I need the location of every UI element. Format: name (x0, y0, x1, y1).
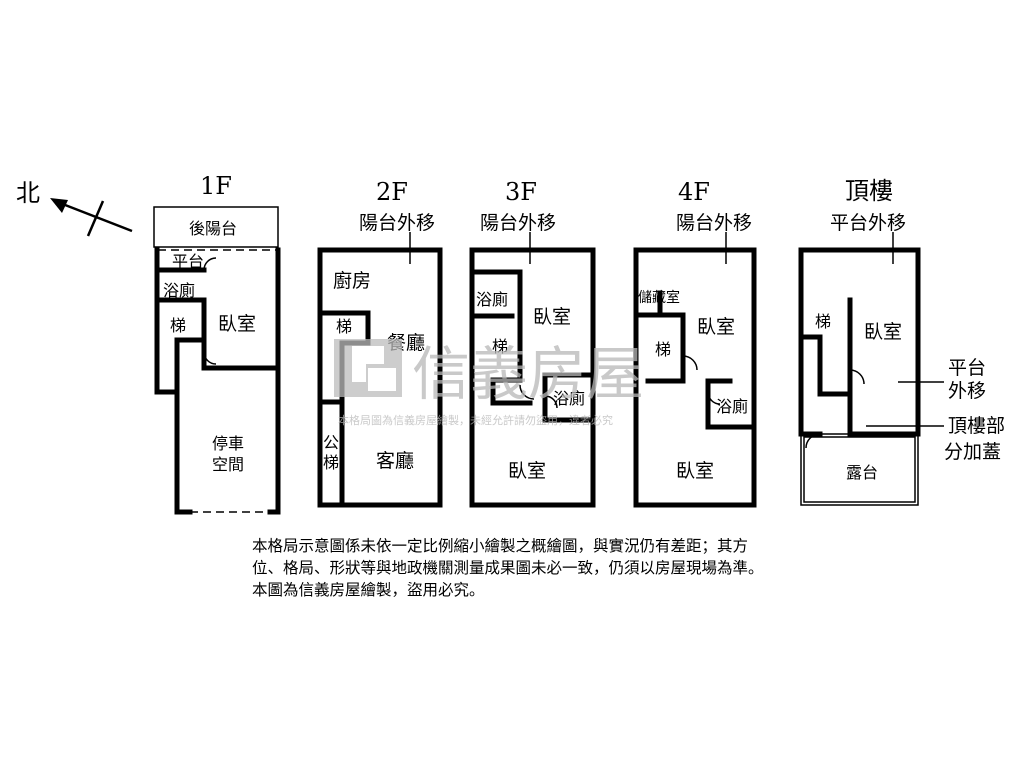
callout-addition-line1: 頂樓部 (948, 415, 1005, 437)
2f-exterior-walls (317, 247, 443, 508)
callout-platform-line1: 平台 (948, 357, 986, 379)
north-label: 北 (16, 179, 40, 207)
roof-terrace-outline (800, 433, 919, 506)
1f-door-swing-2 (203, 351, 217, 365)
room-public-stairs-line2: 梯 (323, 453, 339, 472)
north-arrow-tick (86, 200, 105, 237)
floor-title-2f: 2F (376, 178, 408, 206)
callout-addition-line2: 分加蓋 (944, 441, 1001, 463)
1f-bath-wall (154, 297, 207, 351)
room-living: 客廳 (376, 450, 414, 472)
room-bedroom-bottom-4f: 臥室 (676, 460, 714, 482)
room-bath-mid-3f: 浴廁 (553, 389, 585, 408)
1f-platform-wall (154, 247, 207, 273)
1f-walls-upper (154, 247, 281, 395)
1f-door-swing (203, 257, 217, 271)
note-balcony-moved-4f: 陽台外移 (676, 212, 752, 234)
brand-logo-icon (334, 339, 402, 397)
room-parking-line1: 停車 (212, 434, 244, 453)
roof-terrace-inner (803, 436, 916, 503)
room-parking-line2: 空間 (212, 455, 244, 474)
room-terrace-roof: 露台 (846, 463, 878, 482)
room-stairs-1f: 梯 (170, 316, 186, 335)
room-storage-4f: 儲藏室 (638, 289, 680, 306)
roof-left-wall (798, 247, 823, 437)
floor-title-3f: 3F (505, 178, 537, 206)
watermark-brand: 信義房屋 (412, 340, 644, 408)
room-bedroom-top-3f: 臥室 (533, 306, 571, 328)
floor-3f: 3F 陽台外移 浴廁 臥室 梯 浴廁 臥室 (469, 178, 596, 508)
floor-title-roof: 頂樓 (845, 177, 893, 205)
roof-door-swing (849, 369, 865, 385)
room-bath-1f: 浴廁 (163, 281, 195, 300)
roof-stairs-wall (798, 297, 853, 397)
disclaimer-line-1: 本格局示意圖係未依一定比例縮小繪製之概繪圖，與實況仍有差距；其方 (252, 537, 749, 555)
4f-door-swing (682, 355, 698, 371)
room-bedroom-roof: 臥室 (864, 321, 902, 343)
1f-parking-left-wall (174, 365, 193, 515)
room-bedroom-top-4f: 臥室 (697, 316, 735, 338)
1f-parking-right-wall (267, 365, 281, 515)
disclaimer-line-2: 位、格局、形狀等與地政機關測量成果圖未必一致，仍須以房屋現場為準。 (252, 559, 764, 577)
room-bedroom-bottom-3f: 臥室 (508, 460, 546, 482)
north-compass: 北 (16, 179, 133, 237)
room-bedroom-1f: 臥室 (218, 313, 256, 335)
floor-title-1f: 1F (200, 172, 232, 200)
floor-4f: 4F 陽台外移 儲藏室 臥室 梯 浴廁 臥室 (633, 178, 757, 508)
3f-door-swing-2 (544, 395, 558, 409)
room-stairs-3f: 梯 (492, 337, 508, 356)
room-stairs-roof: 梯 (815, 312, 831, 331)
floor-1f: 1F 後陽台 平台 浴廁 梯 臥室 停車 空間 (153, 172, 281, 515)
4f-door-swing-2 (707, 391, 721, 405)
room-stairs-2f: 梯 (336, 317, 352, 336)
watermark: 信義房屋 本格局圖為信義房屋繪製，未經允許請勿盜用，違者必究 (334, 339, 644, 427)
watermark-notice: 本格局圖為信義房屋繪製，未經允許請勿盜用，違者必究 (338, 413, 613, 427)
room-kitchen: 廚房 (333, 269, 371, 292)
note-platform-moved-roof: 平台外移 (830, 212, 906, 234)
floor-title-4f: 4F (678, 178, 710, 206)
4f-exterior-walls (633, 247, 757, 508)
room-rear-balcony: 後陽台 (189, 219, 237, 238)
room-bath-top-3f: 浴廁 (476, 290, 508, 309)
callout-platform-line2: 外移 (948, 380, 986, 402)
room-stairs-4f: 梯 (655, 340, 671, 359)
3f-bath-mid-wall (542, 372, 596, 406)
room-public-stairs-line1: 公 (323, 433, 339, 452)
disclaimer-line-3: 本圖為信義房屋繪製，盜用必究。 (252, 581, 485, 599)
note-balcony-moved-3f: 陽台外移 (480, 212, 556, 234)
rear-balcony-outline (153, 206, 279, 248)
room-platform: 平台 (172, 252, 204, 271)
note-balcony-moved-2f: 陽台外移 (359, 212, 435, 234)
3f-bath-mid-bottom-wall (542, 400, 596, 423)
room-bath-4f: 浴廁 (716, 397, 748, 416)
disclaimer-notes: 本格局示意圖係未依一定比例縮小繪製之概繪圖，與實況仍有差距；其方 位、格局、形狀… (252, 535, 892, 601)
north-arrow-icon (50, 198, 68, 213)
3f-door-swing (519, 384, 535, 400)
floor-roof: 頂樓 平台外移 梯 臥室 露台 平台 外移 頂樓部 分加蓋 (798, 177, 1005, 506)
3f-stairs-bath-wall (469, 269, 533, 406)
